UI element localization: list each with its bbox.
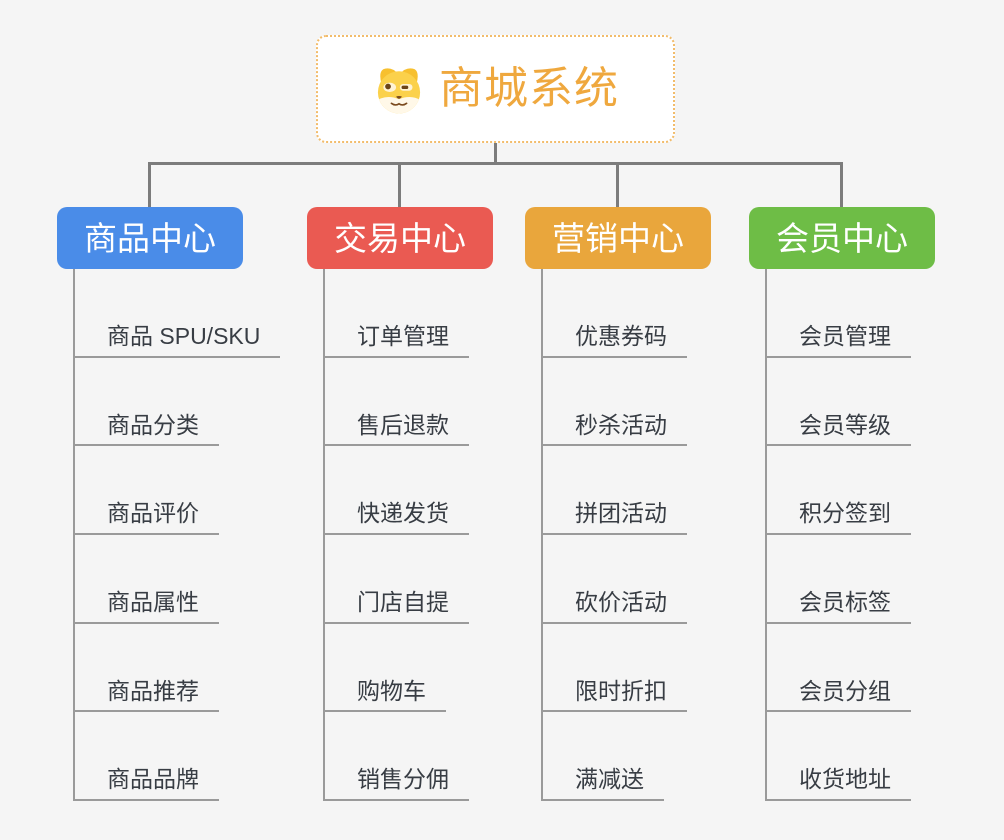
leaf-label[interactable]: 商品属性 (75, 589, 219, 624)
branch-header-members[interactable]: 会员中心 (749, 207, 935, 269)
branch-header-trade[interactable]: 交易中心 (307, 207, 493, 269)
leaf-node: 商品 SPU/SKU (75, 269, 281, 358)
leaf-node: 订单管理 (325, 269, 469, 358)
leaf-node: 优惠券码 (543, 269, 687, 358)
leaf-label[interactable]: 快递发货 (325, 500, 469, 535)
leaf-label[interactable]: 销售分佣 (325, 766, 469, 801)
leaf-label[interactable]: 限时折扣 (543, 678, 687, 713)
leaf-node: 收货地址 (767, 712, 911, 801)
leaf-label[interactable]: 会员等级 (767, 412, 911, 447)
connector-drop-trade (398, 162, 401, 207)
leaf-label[interactable]: 商品 SPU/SKU (75, 323, 281, 358)
leaf-label[interactable]: 会员分组 (767, 678, 911, 713)
leaf-label[interactable]: 收货地址 (767, 766, 911, 801)
leaf-node: 商品评价 (75, 446, 280, 535)
leaf-node: 快递发货 (325, 446, 469, 535)
leaf-label[interactable]: 购物车 (325, 678, 446, 713)
leaf-node: 会员等级 (767, 358, 911, 447)
leaf-label[interactable]: 商品品牌 (75, 766, 219, 801)
leaf-node: 售后退款 (325, 358, 469, 447)
leaf-column-products: 商品 SPU/SKU 商品分类 商品评价 商品属性 商品推荐 商品品牌 (73, 269, 281, 801)
leaf-node: 积分签到 (767, 446, 911, 535)
leaf-node: 秒杀活动 (543, 358, 687, 447)
branch-header-products[interactable]: 商品中心 (57, 207, 243, 269)
leaf-node: 商品属性 (75, 535, 280, 624)
leaf-label[interactable]: 售后退款 (325, 412, 469, 447)
leaf-node: 商品分类 (75, 358, 280, 447)
leaf-node: 购物车 (325, 624, 469, 713)
root-node[interactable]: 商城系统 (316, 35, 675, 143)
branch-header-label: 会员中心 (776, 219, 908, 257)
leaf-label[interactable]: 积分签到 (767, 500, 911, 535)
leaf-label[interactable]: 会员管理 (767, 323, 911, 358)
leaf-label[interactable]: 拼团活动 (543, 500, 687, 535)
leaf-label[interactable]: 商品推荐 (75, 678, 219, 713)
leaf-node: 商品品牌 (75, 712, 280, 801)
connector-root-stub (494, 143, 497, 165)
leaf-label[interactable]: 门店自提 (325, 589, 469, 624)
connector-drop-products (148, 162, 151, 207)
branch-header-label: 营销中心 (552, 219, 684, 257)
branch-header-marketing[interactable]: 营销中心 (525, 207, 711, 269)
connector-drop-members (840, 162, 843, 207)
leaf-node: 限时折扣 (543, 624, 687, 713)
leaf-column-members: 会员管理 会员等级 积分签到 会员标签 会员分组 收货地址 (765, 269, 911, 801)
leaf-label[interactable]: 优惠券码 (543, 323, 687, 358)
branch-header-label: 交易中心 (334, 219, 466, 257)
leaf-node: 门店自提 (325, 535, 469, 624)
leaf-label[interactable]: 满减送 (543, 766, 664, 801)
connector-drop-marketing (616, 162, 619, 207)
leaf-label[interactable]: 会员标签 (767, 589, 911, 624)
leaf-node: 砍价活动 (543, 535, 687, 624)
leaf-label[interactable]: 秒杀活动 (543, 412, 687, 447)
connector-bus (148, 162, 843, 165)
leaf-node: 满减送 (543, 712, 687, 801)
shiba-dog-icon (377, 68, 421, 114)
leaf-node: 会员分组 (767, 624, 911, 713)
leaf-node: 拼团活动 (543, 446, 687, 535)
leaf-node: 销售分佣 (325, 712, 469, 801)
leaf-node: 会员标签 (767, 535, 911, 624)
leaf-node: 商品推荐 (75, 624, 280, 713)
leaf-node: 会员管理 (767, 269, 911, 358)
leaf-label[interactable]: 砍价活动 (543, 589, 687, 624)
root-title: 商城系统 (439, 64, 619, 113)
leaf-label[interactable]: 商品分类 (75, 412, 219, 447)
leaf-column-trade: 订单管理 售后退款 快递发货 门店自提 购物车 销售分佣 (323, 269, 469, 801)
leaf-label[interactable]: 订单管理 (325, 323, 469, 358)
branch-header-label: 商品中心 (84, 219, 216, 257)
leaf-label[interactable]: 商品评价 (75, 500, 219, 535)
leaf-column-marketing: 优惠券码 秒杀活动 拼团活动 砍价活动 限时折扣 满减送 (541, 269, 687, 801)
